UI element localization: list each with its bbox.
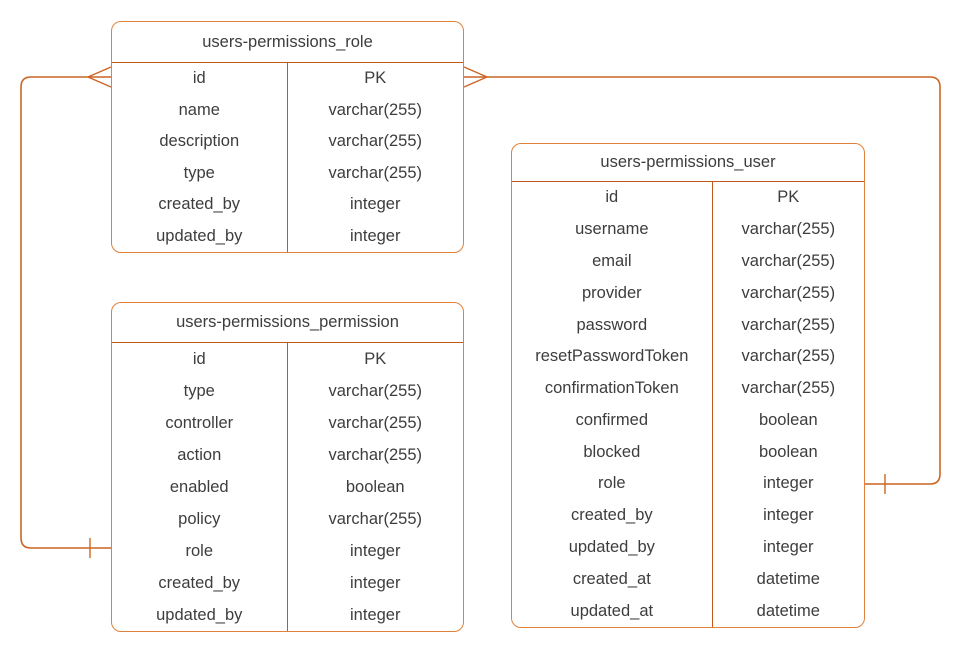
field-name: description: [112, 126, 288, 158]
field-name: blocked: [512, 436, 713, 469]
field-name: enabled: [112, 471, 288, 503]
entity-table-users-permissions-role[interactable]: users-permissions_role id PK name varchar(2…: [111, 21, 464, 253]
entity-table-users-permissions-permission[interactable]: users-permissions_permission id PK type var…: [111, 302, 464, 632]
field-name: updated_by: [512, 531, 713, 564]
field-name: role: [112, 535, 288, 567]
field-name: created_by: [112, 567, 288, 599]
field-name: updated_at: [512, 595, 713, 627]
field-name: resetPasswordToken: [512, 340, 713, 373]
field-type: varchar(255): [328, 163, 423, 182]
field-type: integer: [763, 506, 814, 525]
field-type: varchar(255): [741, 220, 836, 239]
field-name: id: [112, 63, 288, 95]
field-type: integer: [350, 541, 401, 560]
table-fields: id PK type varchar(255) controller varchar(25…: [112, 343, 463, 631]
field-type: varchar(255): [328, 509, 423, 528]
field-name: controller: [112, 407, 288, 439]
field-name: policy: [112, 503, 288, 535]
field-type: varchar(255): [328, 132, 423, 151]
field-name: type: [112, 157, 288, 189]
field-type: datetime: [756, 569, 820, 588]
field-type: PK: [364, 69, 387, 88]
crows-foot-many-marker: [87, 66, 112, 88]
relationship-role-permission[interactable]: [20, 66, 112, 558]
relationship-line: [20, 76, 111, 549]
field-type: integer: [763, 474, 814, 493]
field-type: integer: [350, 226, 401, 245]
field-name: created_by: [512, 499, 713, 532]
field-name: confirmed: [512, 404, 713, 437]
field-name: id: [512, 182, 713, 214]
field-type: varchar(255): [328, 413, 423, 432]
field-name: password: [512, 309, 713, 341]
field-type: PK: [364, 349, 387, 368]
field-type: varchar(255): [328, 381, 423, 400]
field-type: varchar(255): [741, 315, 836, 334]
crows-foot-many-marker: [463, 66, 488, 88]
field-name: username: [512, 213, 713, 246]
field-name: created_at: [512, 563, 713, 596]
field-name: name: [112, 94, 288, 126]
field-type: varchar(255): [328, 445, 423, 464]
table-fields: id PK name varchar(255) description varchar(2…: [112, 63, 463, 252]
field-type: varchar(255): [741, 283, 836, 302]
field-name: id: [112, 343, 288, 375]
field-name: type: [112, 375, 288, 407]
field-type: integer: [763, 538, 814, 557]
table-title: users-permissions_role: [112, 22, 463, 63]
field-name: action: [112, 439, 288, 471]
field-type: integer: [350, 195, 401, 214]
field-name: updated_by: [112, 220, 288, 252]
field-name: email: [512, 245, 713, 278]
table-title: users-permissions_permission: [112, 303, 463, 343]
field-type: PK: [777, 188, 800, 207]
field-type: varchar(255): [741, 347, 836, 366]
field-type: boolean: [758, 442, 818, 461]
field-type: datetime: [756, 601, 820, 620]
field-name: confirmationToken: [512, 372, 713, 405]
field-type: varchar(255): [741, 251, 836, 270]
table-title: users-permissions_user: [512, 144, 864, 182]
field-type: integer: [350, 605, 401, 624]
entity-table-users-permissions-user[interactable]: users-permissions_user id PK username varch…: [511, 143, 865, 628]
field-name: updated_by: [112, 599, 288, 631]
field-type: boolean: [345, 477, 405, 496]
field-type: varchar(255): [328, 100, 423, 119]
field-name: provider: [512, 277, 713, 310]
table-fields: id PK username varchar(255) email varchar(255…: [512, 182, 864, 627]
field-name: role: [512, 468, 713, 500]
field-name: created_by: [112, 189, 288, 221]
field-type: boolean: [758, 410, 818, 429]
field-type: integer: [350, 573, 401, 592]
field-type: varchar(255): [741, 379, 836, 398]
